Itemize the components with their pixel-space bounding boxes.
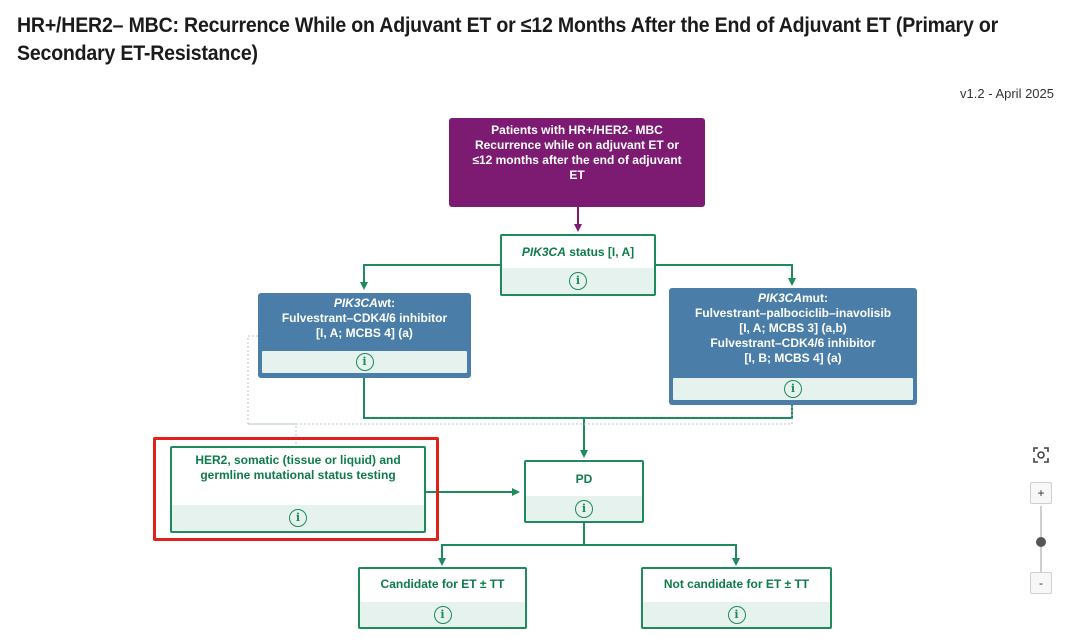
- info-area[interactable]: i: [526, 496, 642, 521]
- info-icon[interactable]: i: [727, 605, 746, 624]
- node-her2-testing[interactable]: HER2, somatic (tissue or liquid) and ger…: [170, 446, 426, 533]
- gene-name: PIK3CA: [757, 291, 802, 305]
- info-icon[interactable]: i: [433, 605, 452, 624]
- info-icon[interactable]: i: [569, 272, 587, 290]
- node-patients-line-3: ≤12 months after the end of adjuvant: [472, 153, 682, 167]
- node-patients[interactable]: Patients with HR+/HER2- MBC Recurrence w…: [449, 118, 705, 207]
- node-her2-line-1: HER2, somatic (tissue or liquid) and: [195, 453, 401, 467]
- arrow-status-to-mut: [656, 264, 796, 286]
- node-pik3ca-mut-line-3: Fulvestrant–CDK4/6 inhibitor: [710, 336, 876, 350]
- info-area[interactable]: i: [502, 268, 654, 294]
- node-pd[interactable]: PD i: [524, 460, 644, 523]
- zoom-in-button[interactable]: +: [1030, 482, 1052, 504]
- focus-reset-icon[interactable]: [1030, 444, 1052, 466]
- node-candidate[interactable]: Candidate for ET ± TT i: [358, 567, 527, 629]
- info-area[interactable]: i: [262, 351, 467, 373]
- node-not-candidate[interactable]: Not candidate for ET ± TT i: [641, 567, 832, 629]
- info-area[interactable]: i: [172, 505, 424, 531]
- node-her2-line-2: germline mutational status testing: [200, 468, 396, 482]
- node-pik3ca-mut-line-1: Fulvestrant–palbociclib–inavolisib: [694, 306, 892, 320]
- gene-name: PIK3CA: [333, 296, 378, 310]
- node-pik3ca-mut-heading: PIK3CAmut:: [673, 291, 913, 306]
- info-area[interactable]: i: [673, 378, 913, 400]
- node-pik3ca-wt[interactable]: PIK3CAwt: Fulvestrant–CDK4/6 inhibitor […: [258, 293, 471, 378]
- arrow-status-to-wt: [360, 264, 500, 290]
- node-patients-line-1: Patients with HR+/HER2- MBC: [491, 123, 663, 137]
- info-area[interactable]: i: [643, 602, 830, 627]
- node-pik3ca-mut-line-2: [I, A; MCBS 3] (a,b): [739, 321, 847, 335]
- node-pik3ca-wt-heading: PIK3CAwt:: [262, 296, 467, 311]
- node-patients-line-2: Recurrence while on adjuvant ET or: [474, 138, 680, 152]
- arrow-pd-to-not-candidate: [584, 544, 740, 566]
- info-icon[interactable]: i: [355, 353, 374, 371]
- node-pik3ca-mut[interactable]: PIK3CAmut: Fulvestrant–palbociclib–inavo…: [669, 288, 917, 405]
- zoom-slider-handle[interactable]: [1036, 537, 1046, 548]
- info-icon[interactable]: i: [784, 380, 802, 398]
- status-text: status [I, A]: [565, 245, 635, 259]
- heading-suffix: wt:: [377, 296, 396, 310]
- node-pik3ca-status-label: PIK3CA status [I, A]: [502, 236, 654, 260]
- node-pd-label: PD: [575, 472, 593, 486]
- info-area[interactable]: i: [360, 602, 525, 627]
- page-title: HR+/HER2– MBC: Recurrence While on Adjuv…: [17, 14, 999, 65]
- node-candidate-label: Candidate for ET ± TT: [380, 577, 505, 591]
- node-pik3ca-mut-line-4: [I, B; MCBS 4] (a): [744, 351, 842, 365]
- node-pik3ca-wt-line-2: [I, A; MCBS 4] (a): [316, 326, 413, 340]
- version-label: v1.2 - April 2025: [960, 86, 1054, 101]
- node-not-candidate-label: Not candidate for ET ± TT: [663, 577, 810, 591]
- node-patients-line-4: ET: [569, 168, 585, 182]
- node-pik3ca-wt-line-1: Fulvestrant–CDK4/6 inhibitor: [281, 311, 448, 325]
- gene-name: PIK3CA: [521, 245, 566, 259]
- dotted-link-mut-her2: [248, 405, 793, 425]
- node-pik3ca-status[interactable]: PIK3CA status [I, A] i: [500, 234, 656, 296]
- info-icon[interactable]: i: [289, 509, 307, 527]
- zoom-out-button[interactable]: -: [1030, 572, 1052, 594]
- arrow-pd-to-candidate: [438, 523, 585, 566]
- selection-highlight: [153, 437, 439, 541]
- info-icon[interactable]: i: [575, 499, 593, 518]
- heading-suffix: mut:: [802, 291, 828, 305]
